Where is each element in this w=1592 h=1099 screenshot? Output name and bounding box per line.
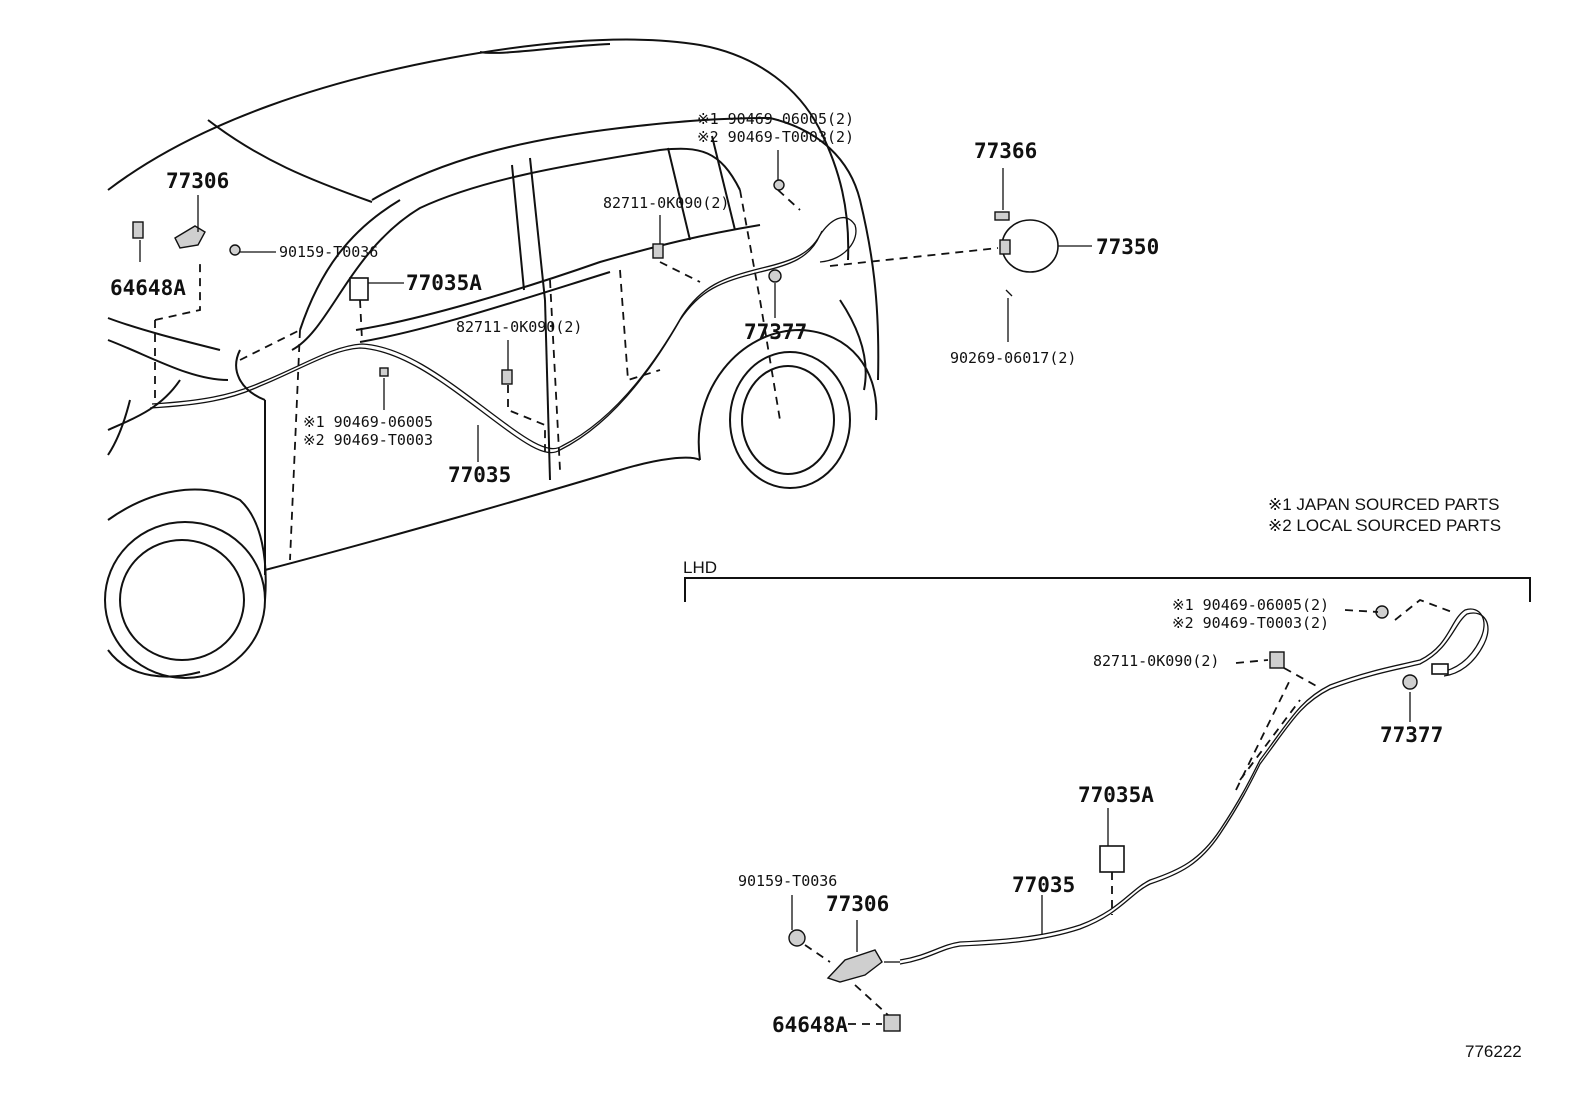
cable-end-lhd (1431, 663, 1449, 675)
label-90269: 90269-06017(2) (950, 349, 1076, 367)
lhd-section: LHD ※1 90469-06005(2) (683, 558, 1531, 1037)
cable-77035-lhd (884, 608, 1489, 965)
label-77035a: 77035A (406, 271, 482, 295)
lhd-label-64648a: 64648A (772, 1013, 848, 1037)
label-77350: 77350 (1096, 235, 1159, 259)
clip-82711-lhd (1269, 651, 1285, 669)
lhd-label-90469-local: ※2 90469-T0003(2) (1172, 614, 1329, 632)
clip-82711-top (652, 243, 664, 259)
note-local: ※2 LOCAL SOURCED PARTS (1268, 516, 1501, 535)
clip-64648a (132, 221, 144, 239)
clamp-77035a-lhd (1099, 845, 1125, 873)
sourcing-notes: ※1 JAPAN SOURCED PARTS ※2 LOCAL SOURCED … (1268, 495, 1501, 535)
clip-90469-mid (379, 367, 389, 377)
labels-car-view: 77306 64648A 90159-T0036 77035A 82711-0K… (110, 110, 1159, 487)
clip-82711-mid (501, 369, 513, 385)
car-body-outline (104, 38, 880, 679)
label-77306: 77306 (166, 169, 229, 193)
label-82711-mid: 82711-0K090(2) (456, 318, 582, 336)
screw-90159-lhd (788, 929, 806, 947)
screw-90159 (229, 244, 241, 256)
lhd-label-90159: 90159-T0036 (738, 872, 837, 890)
leader-lines-car-view (139, 150, 1092, 462)
lhd-label-77035: 77035 (1012, 873, 1075, 897)
figure-number: 776222 (1465, 1042, 1522, 1061)
label-77035: 77035 (448, 463, 511, 487)
lhd-bracket (684, 577, 1531, 602)
label-90469-japan-top: ※1 90469-06005(2) (697, 110, 854, 128)
note-japan: ※1 JAPAN SOURCED PARTS (1268, 495, 1500, 514)
parts-car-view (132, 179, 1059, 385)
label-64648a: 64648A (110, 276, 186, 300)
grommet-77377-lhd (1402, 674, 1418, 690)
label-90469-japan-mid: ※1 90469-06005 (303, 413, 433, 431)
label-77377: 77377 (744, 320, 807, 344)
label-82711-top: 82711-0K090(2) (603, 194, 729, 212)
clamp-77035a (349, 277, 369, 301)
lhd-label-77377: 77377 (1380, 723, 1443, 747)
cable-77035-car-view (149, 216, 857, 454)
opener-lever-77306 (174, 225, 206, 249)
hinge-bracket (999, 239, 1011, 255)
clip-64648a-lhd (883, 1014, 901, 1032)
lhd-label-90469-japan: ※1 90469-06005(2) (1172, 596, 1329, 614)
label-90469-local-top: ※2 90469-T0003(2) (697, 128, 854, 146)
opener-lever-77306-lhd (826, 949, 883, 983)
lhd-label-77035a: 77035A (1078, 783, 1154, 807)
label-90469-local-mid: ※2 90469-T0003 (303, 431, 433, 449)
clip-90469-top (773, 179, 785, 191)
lhd-label-82711: 82711-0K090(2) (1093, 652, 1219, 670)
grommet-77377 (768, 269, 782, 283)
label-77366: 77366 (974, 139, 1037, 163)
lhd-label: LHD (683, 558, 717, 577)
hinge-77366 (994, 211, 1010, 221)
screw-90269 (1005, 289, 1013, 297)
label-90159: 90159-T0036 (279, 243, 378, 261)
lhd-label-77306: 77306 (826, 892, 889, 916)
